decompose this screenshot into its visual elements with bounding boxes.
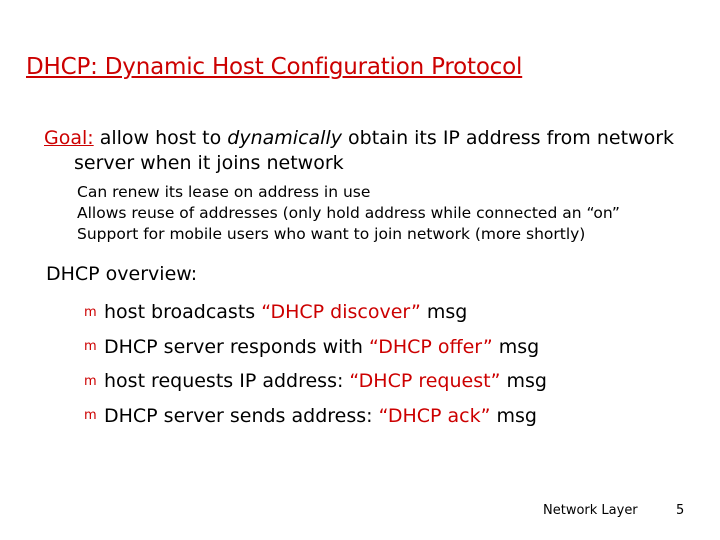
sub-item-1: Can renew its lease on address in use	[77, 183, 371, 201]
bullet-2-post: msg	[492, 335, 540, 358]
square-bullet-icon: m	[84, 408, 97, 423]
sub-item-2: Allows reuse of addresses (only hold add…	[77, 204, 620, 222]
goal-emphasis: dynamically	[227, 127, 342, 149]
bullet-3-post: msg	[500, 370, 547, 392]
goal-paragraph: Goal: allow host to dynamically obtain i…	[44, 126, 684, 176]
footer-page-number: 5	[676, 503, 685, 518]
page-title: DHCP: Dynamic Host Configuration Protoco…	[26, 54, 523, 80]
square-bullet-icon: m	[84, 373, 97, 389]
bullet-4-quoted: “DHCP ack”	[378, 404, 491, 427]
bullet-2-quoted: “DHCP offer”	[368, 335, 493, 358]
sub-item-list: Can renew its lease on address in use Al…	[77, 182, 684, 245]
goal-text-a: allow host to	[93, 127, 228, 149]
list-item: Can renew its lease on address in use	[77, 182, 684, 203]
goal-label: Goal:	[44, 127, 94, 149]
list-item: m DHCP server sends address: “DHCP ack” m…	[84, 399, 684, 434]
bullet-4-pre: DHCP server sends address:	[104, 404, 379, 427]
list-item: m host requests IP address: “DHCP request…	[84, 364, 684, 399]
square-bullet-icon: m	[84, 339, 97, 354]
list-item: Support for mobile users who want to joi…	[77, 224, 684, 245]
goal-text-b: obtain its IP address from network serve…	[74, 127, 675, 174]
bullet-3-pre: host requests IP address:	[104, 370, 350, 392]
sub-item-3: Support for mobile users who want to joi…	[77, 225, 586, 243]
bullet-4-post: msg	[490, 404, 537, 427]
footer-chapter-label: Network Layer	[543, 503, 638, 518]
slide-body: Goal: allow host to dynamically obtain i…	[44, 126, 684, 433]
bullet-1-post: msg	[420, 301, 468, 323]
bullet-3-quoted: “DHCP request”	[349, 370, 501, 392]
square-bullet-icon: m	[84, 304, 97, 320]
bullet-1-pre: host broadcasts	[104, 301, 262, 323]
slide-footer: Network Layer 5	[0, 503, 720, 525]
list-item: m host broadcasts “DHCP discover” msg	[84, 295, 684, 330]
bullet-2-pre: DHCP server responds with	[104, 335, 369, 358]
overview-heading: DHCP overview:	[46, 263, 198, 285]
bullet-1-quoted: “DHCP discover”	[261, 301, 421, 323]
list-item: Allows reuse of addresses (only hold add…	[77, 203, 684, 224]
